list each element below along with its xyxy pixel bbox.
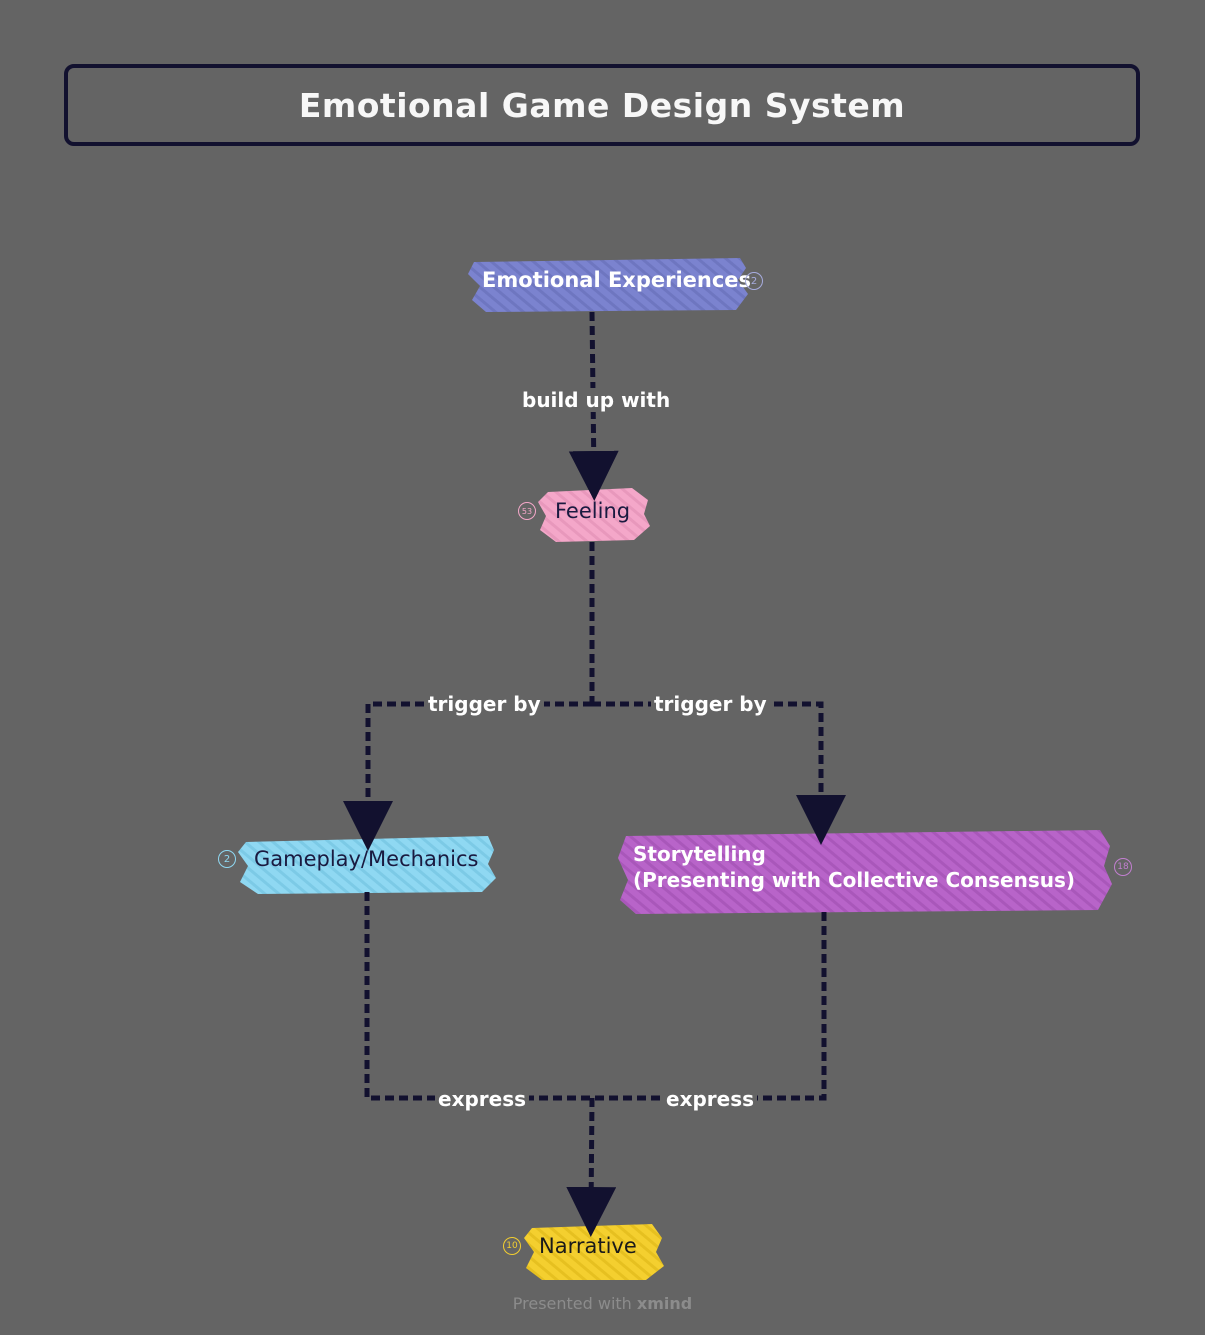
narrative-node-shape[interactable] [524, 1224, 664, 1280]
footer-attribution: Presented with xmind [0, 1294, 1205, 1313]
title-box: Emotional Game Design System [64, 64, 1140, 146]
diagram-title: Emotional Game Design System [298, 85, 906, 125]
feeling-node-shape[interactable] [538, 488, 650, 542]
gameplay-node-shape[interactable] [238, 836, 496, 894]
connector-lines [343, 311, 846, 1237]
feeling-label[interactable]: Feeling [555, 499, 631, 523]
feeling-count-badge: 53 [518, 502, 536, 520]
edge-label-express-left: express [435, 1087, 530, 1111]
footer-prefix: Presented with [512, 1294, 632, 1313]
connector-trigger-right [592, 701, 846, 845]
storytelling-label-line1[interactable]: Storytelling [633, 842, 766, 866]
connector-express-right [592, 912, 827, 1101]
emotional-experiences-label[interactable]: Emotional Experiences [482, 268, 752, 292]
storytelling-label-line2[interactable]: (Presenting with Collective Consensus) [633, 868, 1076, 892]
connector-express-left [364, 892, 592, 1101]
connector-trigger-left [343, 701, 592, 851]
xmind-brand[interactable]: xmind [636, 1294, 693, 1313]
narrative-label[interactable]: Narrative [539, 1234, 637, 1258]
edge-label-express-right: express [663, 1087, 758, 1111]
narrative-count-badge: 10 [503, 1237, 521, 1255]
gameplay-count-badge: 2 [218, 850, 236, 868]
storytelling-node-shape[interactable] [618, 830, 1112, 914]
edge-label-trigger-left: trigger by [425, 692, 544, 716]
edge-label-build-up: build up with [519, 388, 674, 412]
gameplay-mechanics-label[interactable]: Gameplay/Mechanics [254, 847, 479, 871]
emotional-node-shape[interactable] [468, 258, 748, 312]
edge-label-trigger-right: trigger by [651, 692, 770, 716]
storytelling-count-badge: 18 [1114, 858, 1132, 876]
connector-express-trunk [566, 1097, 617, 1237]
emotional-count-badge: 2 [745, 272, 763, 290]
